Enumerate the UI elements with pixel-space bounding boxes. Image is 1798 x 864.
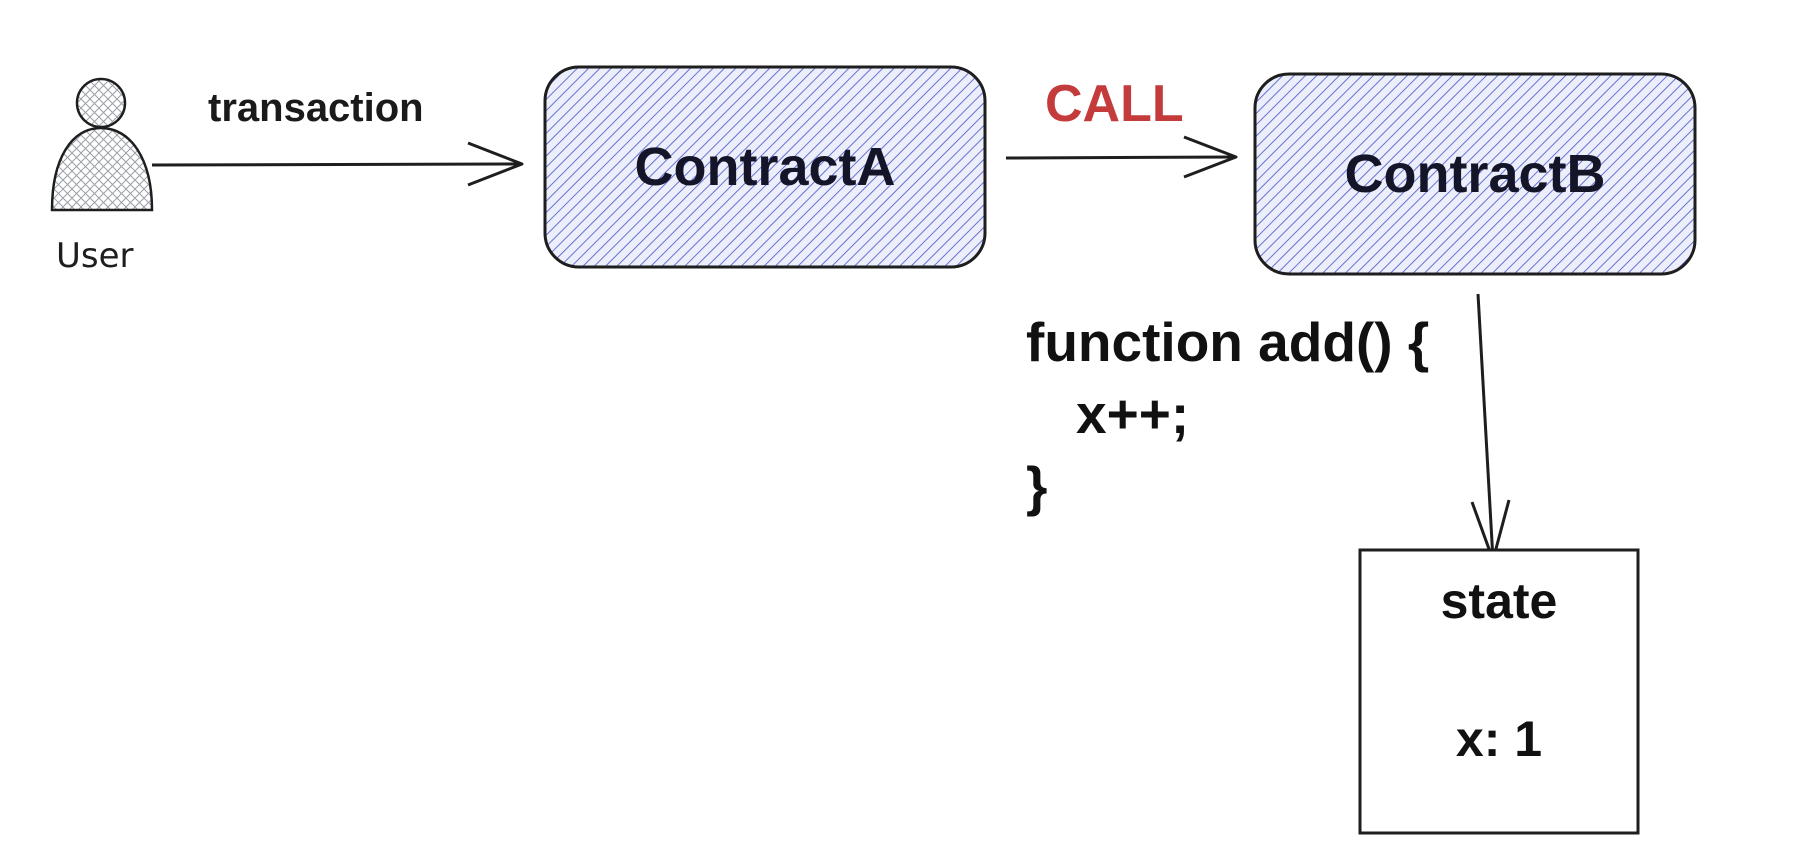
state-box (1358, 548, 1640, 835)
state-title: state (1440, 573, 1558, 629)
user-icon (50, 77, 154, 212)
transaction-arrow (151, 141, 524, 187)
code-line-2: x++; (1076, 383, 1190, 445)
code-line-3: } (1026, 455, 1048, 517)
state-arrow (1470, 293, 1511, 562)
code-line-1: function add() { (1026, 311, 1430, 373)
call-label: CALL (1045, 75, 1184, 133)
call-arrow (1005, 135, 1238, 179)
state-value: x: 1 (1455, 711, 1543, 767)
transaction-label: transaction (208, 86, 424, 130)
contract-b-label: ContractB (1344, 144, 1606, 204)
code-snippet: function add() { x++; } (1026, 306, 1429, 522)
contract-a-label: ContractA (634, 137, 896, 197)
user-label: User (56, 236, 134, 276)
